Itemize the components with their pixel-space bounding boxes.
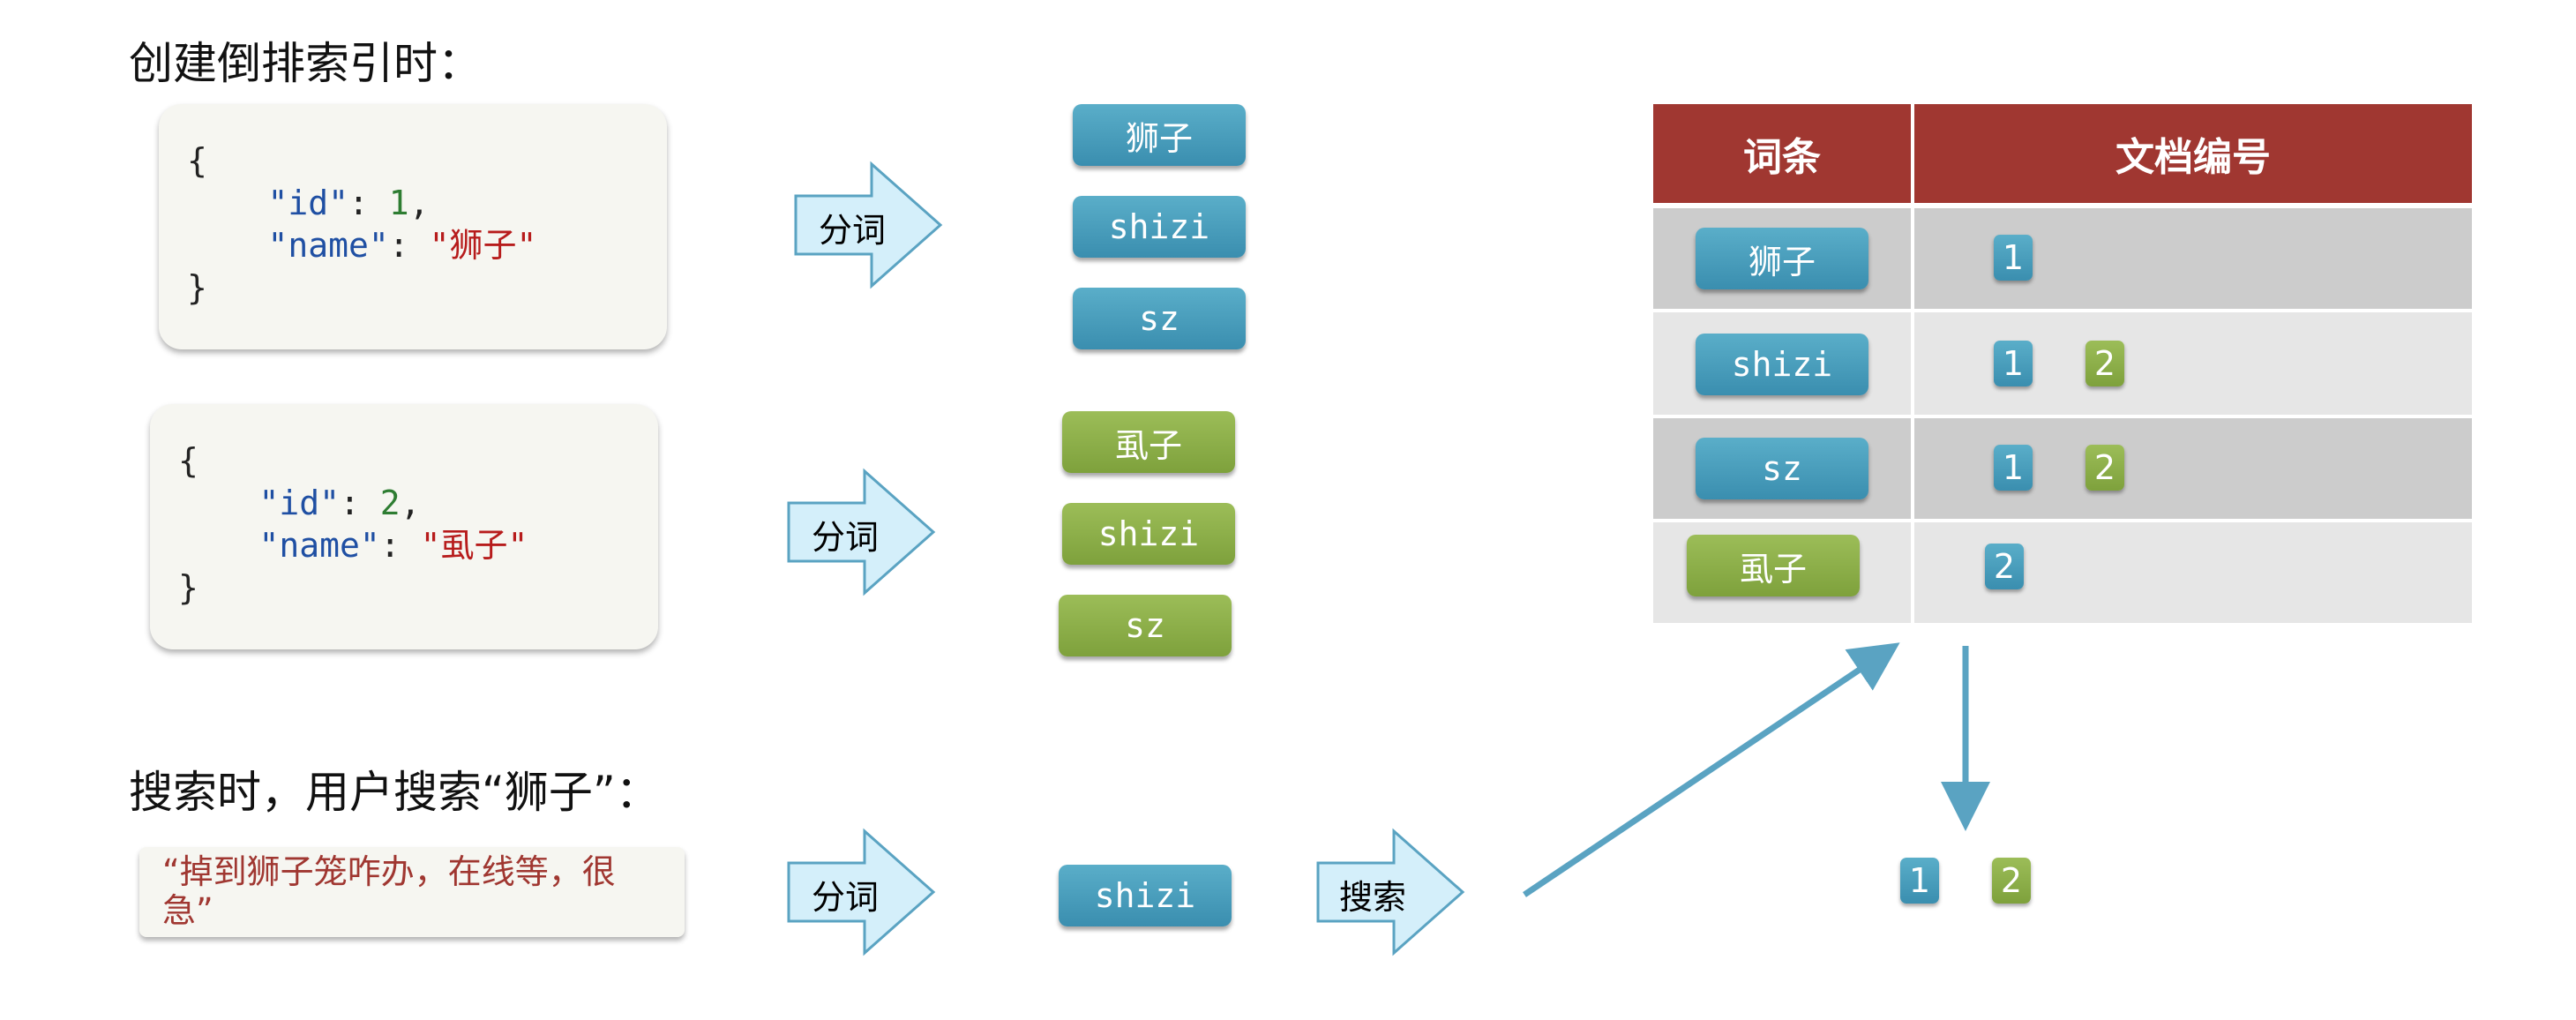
token-chip-doc1-shizi-cn: 狮子 (1073, 104, 1246, 166)
result-doc-badge: 2 (1992, 858, 2031, 904)
tokenize-label-1: 分词 (819, 211, 887, 250)
json-close-brace: } (187, 268, 207, 307)
tokenize-arrow-3 (787, 828, 936, 956)
query-card: “掉到狮子笼咋办，在线等，很急” (139, 847, 685, 937)
doc-id-badge: 2 (2086, 341, 2124, 386)
json-id-key: "id" (258, 484, 341, 522)
search-arrow (1316, 828, 1465, 956)
query-token-chip: shizi (1059, 865, 1232, 926)
table-term-chip: 狮子 (1696, 228, 1868, 289)
json-close-brace: } (178, 568, 198, 607)
document-card-2: { "id": 2, "name": "虱子" } (150, 404, 658, 649)
doc-id-badge: 1 (1994, 235, 2033, 281)
json-open-brace: { (187, 141, 207, 180)
json-open-brace: { (178, 441, 198, 480)
doc-id-badge: 1 (1994, 445, 2033, 491)
json-name-key: "name" (258, 526, 380, 565)
json-id-value: 1 (388, 184, 409, 222)
token-chip-doc1-shizi: shizi (1073, 196, 1246, 258)
tokenize-arrow-1 (794, 161, 943, 289)
document-json-1: { "id": 1, "name": "狮子" } (187, 141, 537, 307)
search-to-table-arrow (1523, 642, 1900, 897)
token-chip-doc1-sz: sz (1073, 288, 1246, 349)
heading-create-index: 创建倒排索引时： (129, 38, 482, 89)
search-label: 搜索 (1339, 878, 1407, 917)
table-term-chip: sz (1696, 438, 1868, 499)
token-chip-doc2-shizi: shizi (1062, 503, 1235, 565)
document-json-2: { "id": 2, "name": "虱子" } (178, 441, 528, 607)
result-doc-badge: 1 (1900, 858, 1939, 904)
doc-id-badge: 2 (2086, 445, 2124, 491)
json-name-value: "虱子" (420, 526, 528, 565)
tokenize-label-2: 分词 (812, 518, 880, 557)
query-text: “掉到狮子笼咋办，在线等，很急” (162, 852, 616, 930)
json-id-key: "id" (267, 184, 349, 222)
json-name-value: "狮子" (429, 226, 537, 265)
json-name-key: "name" (267, 226, 389, 265)
table-term-chip: shizi (1696, 334, 1868, 395)
token-chip-doc2-sz: sz (1059, 595, 1232, 656)
heading-search: 搜索时，用户搜索“狮子”： (129, 767, 660, 818)
doc-id-badge: 1 (1994, 341, 2033, 386)
table-term-chip: 虱子 (1687, 535, 1860, 596)
tokenize-arrow-2 (787, 468, 936, 596)
document-card-1: { "id": 1, "name": "狮子" } (159, 104, 667, 349)
tokenize-label-3: 分词 (812, 878, 880, 917)
doc-id-badge: 2 (1985, 544, 2024, 589)
table-header-term: 词条 (1653, 104, 1911, 203)
json-id-value: 2 (379, 484, 401, 522)
table-header-doc-ids: 文档编号 (1914, 104, 2472, 203)
token-chip-doc2-shizi-cn: 虱子 (1062, 411, 1235, 473)
